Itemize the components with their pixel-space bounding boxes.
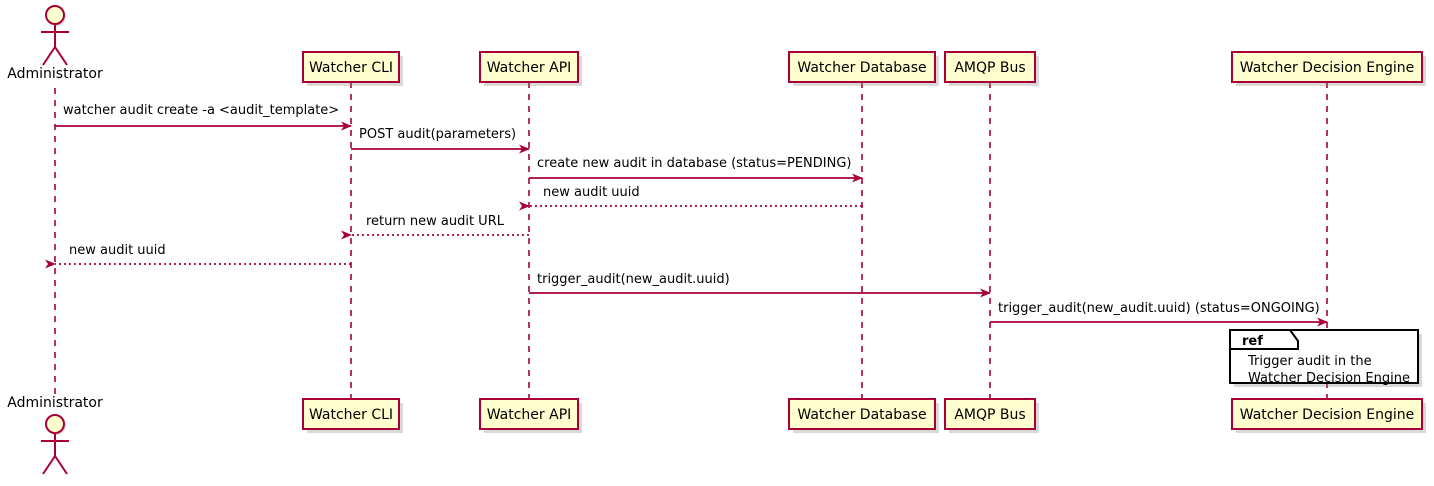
message-label: trigger_audit(new_audit.uuid) (status=ON…	[998, 301, 1320, 316]
participant-label-watcher-cli-bottom: Watcher CLI	[309, 407, 393, 423]
participant-label-decision-engine-top: Watcher Decision Engine	[1240, 60, 1414, 76]
participant-box[interactable]	[479, 51, 579, 83]
message-label: trigger_audit(new_audit.uuid)	[537, 272, 730, 287]
participant-watcher-api-top[interactable]: Watcher API	[479, 51, 582, 86]
message-3: create new audit in database (status=PEN…	[529, 156, 863, 183]
participant-box[interactable]	[944, 51, 1036, 83]
participant-watcher-api-bottom[interactable]: Watcher API	[479, 398, 582, 433]
participant-watcher-cli-bottom[interactable]: Watcher CLI	[302, 398, 403, 433]
participant-watcher-db-bottom[interactable]: Watcher Database	[788, 398, 939, 433]
participant-amqp-bus-top[interactable]: AMQP Bus	[944, 51, 1039, 86]
message-6: new audit uuid	[45, 243, 351, 269]
participant-label-watcher-cli-top: Watcher CLI	[309, 60, 393, 76]
participant-box[interactable]	[944, 398, 1036, 430]
participant-box[interactable]	[302, 51, 400, 83]
participant-box[interactable]	[302, 398, 400, 430]
message-label: create new audit in database (status=PEN…	[537, 156, 852, 171]
actor-label-administrator-bottom: Administrator	[7, 395, 103, 411]
participant-watcher-cli-top[interactable]: Watcher CLI	[302, 51, 403, 86]
message-7: trigger_audit(new_audit.uuid)	[529, 272, 991, 298]
participant-label-amqp-bus-top: AMQP Bus	[954, 60, 1025, 76]
participant-box[interactable]	[788, 398, 936, 430]
participant-label-decision-engine-bottom: Watcher Decision Engine	[1240, 407, 1414, 423]
ref-body-line-2: Watcher Decision Engine	[1248, 371, 1410, 386]
participants-top-layer: Administrator Watcher CLI Watcher API Watch…	[7, 5, 1426, 86]
message-5: return new audit URL	[341, 214, 529, 240]
participant-label-watcher-api-bottom: Watcher API	[487, 407, 572, 423]
participant-box[interactable]	[788, 51, 936, 83]
participant-decision-engine-bottom[interactable]: Watcher Decision Engine	[1231, 398, 1426, 433]
actor-head-icon	[45, 5, 65, 25]
participant-decision-engine-top[interactable]: Watcher Decision Engine	[1231, 51, 1426, 86]
message-label: POST audit(parameters)	[359, 127, 516, 142]
message-1: watcher audit create -a <audit_template>	[55, 103, 352, 131]
participant-box[interactable]	[1231, 51, 1423, 83]
message-label: return new audit URL	[366, 214, 505, 229]
message-label: watcher audit create -a <audit_template>	[63, 103, 339, 118]
participant-label-watcher-db-bottom: Watcher Database	[797, 407, 926, 423]
participant-label-watcher-db-top: Watcher Database	[797, 60, 926, 76]
participant-box[interactable]	[479, 398, 579, 430]
message-label: new audit uuid	[543, 185, 640, 200]
message-8: trigger_audit(new_audit.uuid) (status=ON…	[990, 301, 1328, 327]
ref-body-line-1: Trigger audit in the	[1247, 354, 1372, 369]
participant-label-watcher-api-top: Watcher API	[487, 60, 572, 76]
actor-head-icon	[45, 414, 65, 434]
ref-box	[1229, 329, 1419, 384]
participant-amqp-bus-bottom[interactable]: AMQP Bus	[944, 398, 1039, 433]
lifelines-layer	[54, 82, 1328, 399]
participant-watcher-db-top[interactable]: Watcher Database	[788, 51, 939, 86]
participant-label-amqp-bus-bottom: AMQP Bus	[954, 407, 1025, 423]
actor-administrator-bottom: Administrator	[7, 395, 103, 475]
participant-box[interactable]	[1231, 398, 1423, 430]
ref-keyword-label: ref	[1242, 334, 1263, 349]
message-4: new audit uuid	[519, 185, 862, 211]
ref-tab	[1229, 329, 1299, 350]
message-label: new audit uuid	[69, 243, 166, 258]
messages-layer: watcher audit create -a <audit_template>…	[45, 103, 1328, 327]
message-2: POST audit(parameters)	[351, 127, 530, 154]
actor-administrator-top: Administrator	[7, 5, 103, 82]
actor-label-administrator-top: Administrator	[7, 66, 103, 82]
